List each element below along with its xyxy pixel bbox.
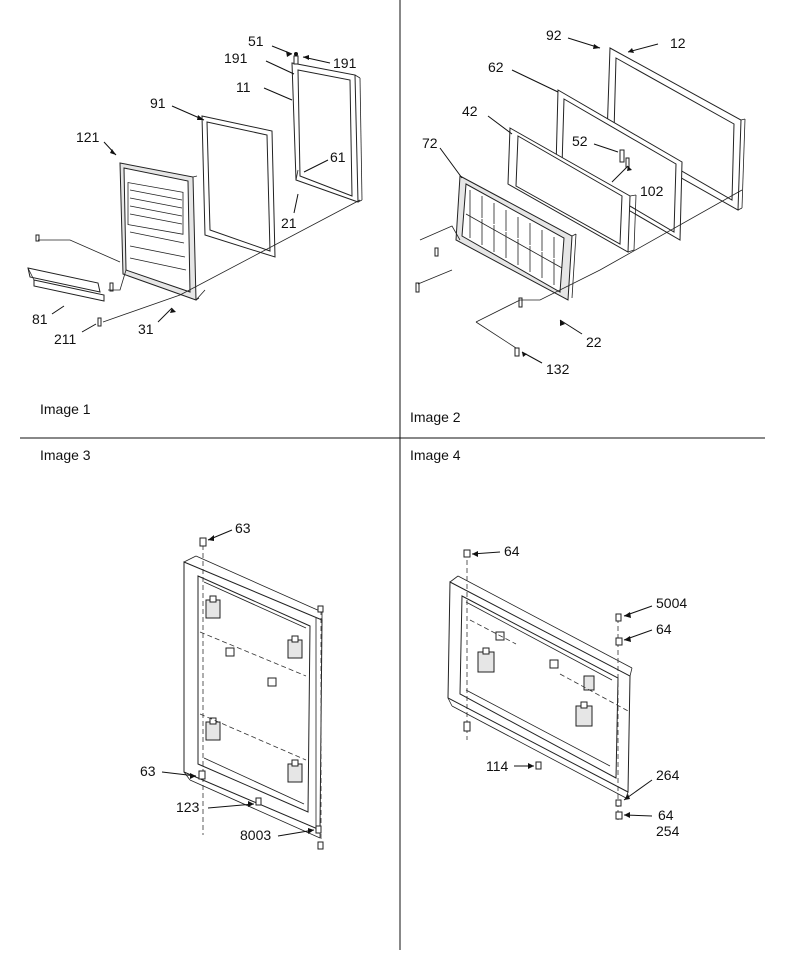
part-51-hinge-pin [293,52,299,65]
arrowhead [528,763,534,769]
hinge-brackets [205,595,303,783]
callout-92: 92 [546,27,562,43]
callout-8003: 8003 [240,827,271,843]
hinge-pins [198,537,324,850]
callout-64-bottom: 64 [658,807,674,823]
part-72-drawer [455,175,577,301]
part-12-frame [606,47,746,211]
drawer-frame-assembly [447,575,633,799]
callout-61: 61 [330,149,346,165]
callout-81: 81 [32,311,48,327]
part-211-clips [35,234,114,327]
callout-21: 21 [281,215,297,231]
arrowhead [248,801,254,807]
callout-123: 123 [176,799,200,815]
part-11-door-panel [291,62,363,203]
part-121-door-liner [119,162,200,301]
image-2-leaders [417,189,743,349]
callout-191-right: 191 [333,55,357,71]
caption-image-3: Image 3 [40,447,91,463]
callout-63-bottom: 63 [140,763,156,779]
image-2-panel: 92 12 62 42 72 52 102 22 132 Image 2 [410,27,746,425]
image-1-leaders [38,169,361,323]
callout-191-left: 191 [224,50,248,66]
image-2-label-leaders [439,37,659,364]
arrowhead [560,320,565,326]
arrowhead [303,55,309,60]
image-4-panel: 64 5004 64 114 264 64 254 Image 4 [410,447,687,839]
callout-102: 102 [640,183,664,199]
arrowhead [197,115,204,120]
callout-64-mid: 64 [656,621,672,637]
callout-63-top: 63 [235,520,251,536]
callout-211: 211 [54,331,77,347]
caption-image-4: Image 4 [410,447,461,463]
door-frame-assembly [183,555,323,839]
arrowhead [308,828,314,834]
arrowhead [628,48,634,53]
callout-5004: 5004 [656,595,687,611]
arrowhead [627,166,632,171]
callout-51: 51 [248,33,264,49]
part-42-cover [507,127,637,253]
fasteners [463,549,623,820]
arrowhead [624,636,631,642]
caption-image-2: Image 2 [410,409,461,425]
arrowhead [624,612,631,618]
callout-121: 121 [76,129,100,145]
image-4-centerlines [466,560,631,820]
callout-254: 254 [656,823,680,839]
callout-12: 12 [670,35,686,51]
callout-114: 114 [486,758,509,774]
arrowhead [190,773,196,779]
callout-11: 11 [236,79,251,95]
arrowhead [286,51,292,57]
callout-22: 22 [586,334,602,350]
arrowhead [208,535,214,541]
arrowhead [624,812,630,818]
arrowhead [593,44,600,49]
arrowhead [624,794,630,800]
callout-91: 91 [150,95,166,111]
image-1-panel: 51 191 191 11 91 61 121 21 81 211 31 Ima… [27,33,363,417]
callout-72: 72 [422,135,438,151]
part-91-gasket [201,115,276,258]
arrowhead [170,308,176,313]
arrowhead [472,551,478,557]
part-81-door-shelf [27,267,105,302]
arrowhead [522,352,527,357]
callout-64-top: 64 [504,543,520,559]
callout-52: 52 [572,133,588,149]
callout-132: 132 [546,361,570,377]
part-62-gasket [555,89,683,241]
arrowhead [110,149,116,155]
image-3-panel: 63 63 123 8003 Image 3 [40,447,324,850]
caption-image-1: Image 1 [40,401,91,417]
callout-62: 62 [488,59,504,75]
callout-31: 31 [138,321,154,337]
part-22-132-clips [415,247,523,357]
image-3-centerlines [199,545,322,846]
callout-264: 264 [656,767,680,783]
callout-42: 42 [462,103,478,119]
